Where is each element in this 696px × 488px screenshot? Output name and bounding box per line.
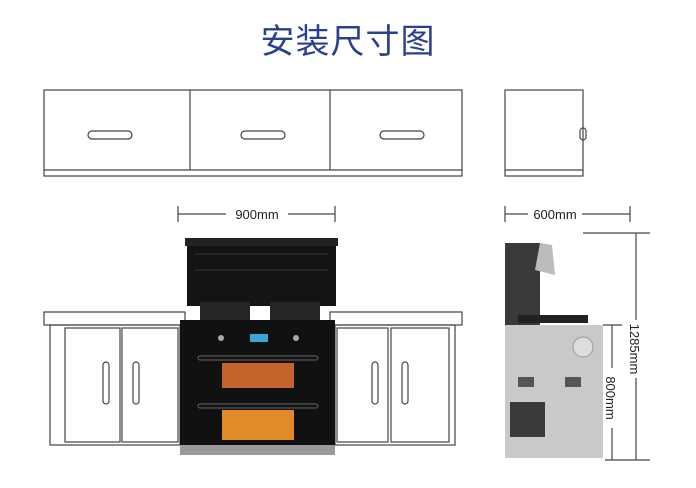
upper-cabinets — [43, 89, 463, 177]
depth-dimension: 600mm — [504, 206, 631, 222]
depth-label: 600mm — [533, 207, 576, 222]
counter-height-label: 800mm — [603, 376, 618, 419]
page-title: 安装尺寸图 — [260, 22, 436, 62]
upper-cabinet-side — [504, 89, 587, 177]
width-label: 900mm — [235, 207, 278, 222]
integrated-stove-front — [180, 238, 338, 455]
integrated-stove-side — [505, 243, 603, 458]
total-height-dimension: 1285mm — [583, 232, 650, 461]
counter-height-dimension: 800mm — [603, 324, 622, 460]
total-height-label: 1285mm — [627, 324, 642, 375]
width-dimension: 900mm — [177, 206, 336, 222]
lower-cabinets — [43, 311, 463, 446]
